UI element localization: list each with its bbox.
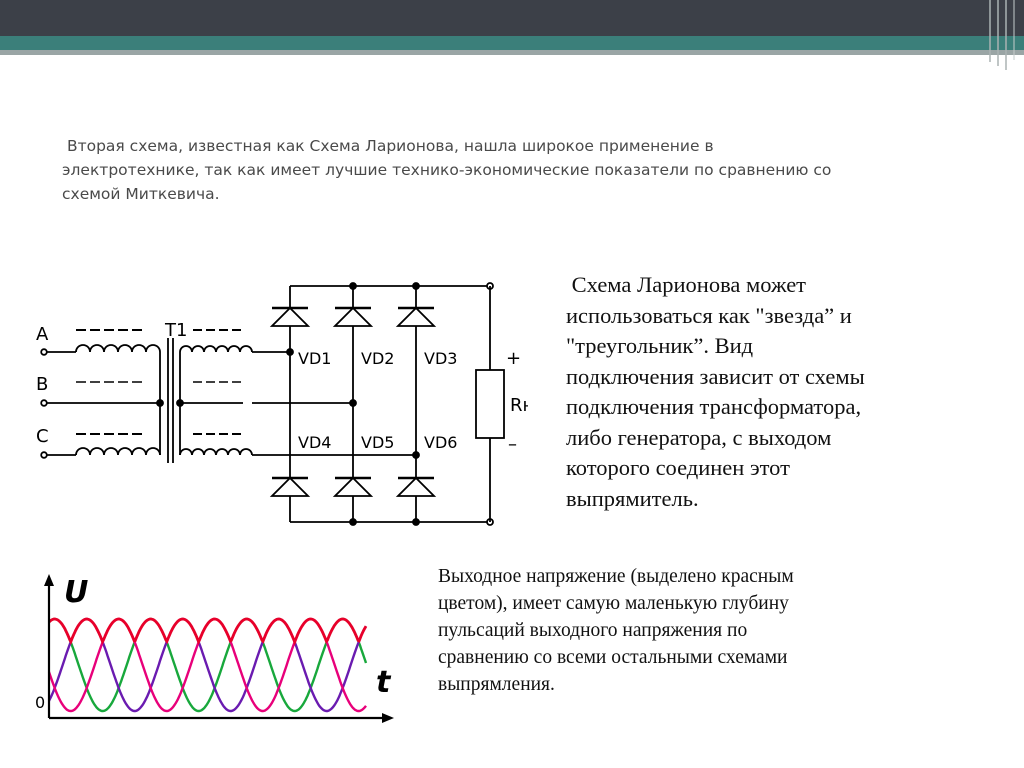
transformer-core (167, 338, 174, 463)
output-voltage-note: Выходное напряжение (выделено красным цв… (438, 566, 794, 695)
load-label: Rн (510, 395, 528, 416)
plus-sign: + (506, 348, 521, 369)
terminal-a (40, 348, 48, 356)
x-axis-arrow (382, 713, 394, 723)
diode-vd3 (395, 306, 437, 327)
primary-windings (75, 329, 161, 456)
minus-sign: – (508, 434, 517, 455)
diode-vd1 (269, 306, 311, 327)
header-gray-stripe (0, 50, 1024, 55)
x-axis-label: t (376, 665, 392, 700)
secondary-windings (179, 329, 253, 456)
label-vd6: VD6 (424, 433, 457, 452)
output-voltage-waveform: U t 0 (35, 574, 394, 723)
label-vd3: VD3 (424, 349, 457, 368)
y-axis-label: U (64, 575, 88, 610)
intro-paragraph: Вторая схема, известная как Схема Ларион… (62, 137, 832, 203)
phase-label-c: C (36, 426, 49, 447)
phase-wave-a (48, 617, 368, 713)
terminal-b (40, 399, 48, 407)
y-axis-arrow (44, 574, 54, 586)
label-vd4: VD4 (298, 433, 331, 452)
slide-header-bar (0, 0, 1024, 36)
phase-label-b: B (36, 374, 48, 395)
header-accent-stripe (0, 36, 1024, 50)
transformer-label: T1 (164, 320, 187, 341)
terminal-c (40, 451, 48, 459)
larionov-circuit-diagram: A B C T1 (36, 282, 528, 526)
corner-decoration (989, 0, 1015, 70)
output-envelope (48, 617, 368, 646)
diode-vd2 (332, 306, 374, 327)
label-vd5: VD5 (361, 433, 394, 452)
diode-vd6 (395, 476, 437, 497)
load-resistor (475, 369, 505, 439)
circuit-description: Схема Ларионова может использоваться как… (566, 272, 865, 511)
phase-label-a: A (36, 324, 49, 345)
phase-waves (47, 617, 368, 713)
label-vd2: VD2 (361, 349, 394, 368)
output-voltage-curve (48, 617, 368, 646)
label-vd1: VD1 (298, 349, 331, 368)
diode-vd4 (269, 476, 311, 497)
diode-vd5 (332, 476, 374, 497)
origin-label: 0 (35, 693, 45, 712)
